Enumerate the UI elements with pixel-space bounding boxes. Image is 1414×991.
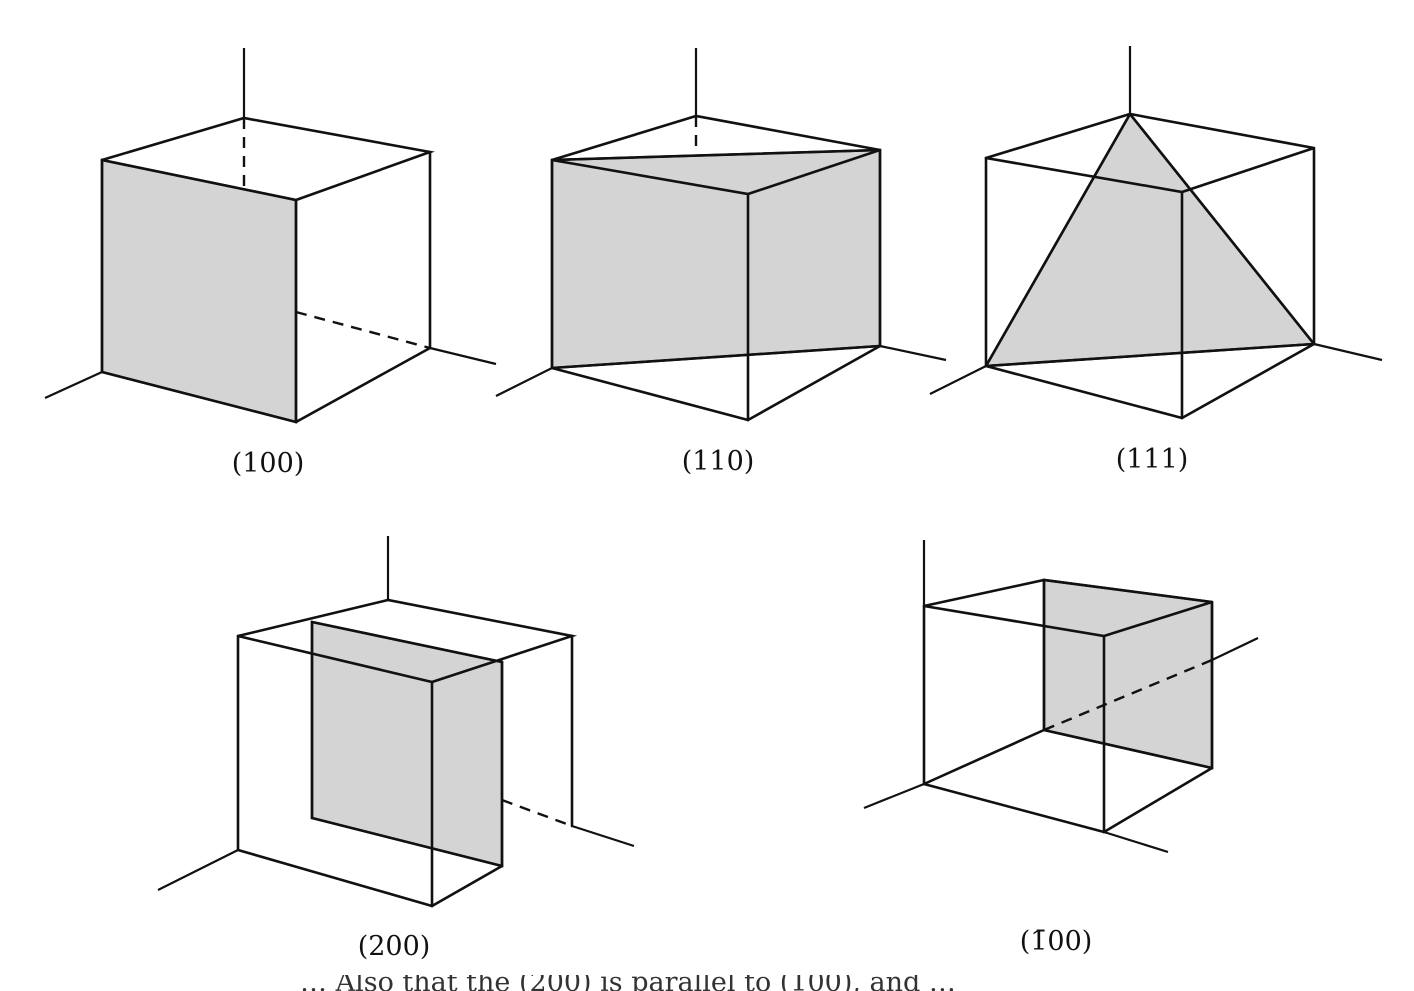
caption-neg-100: (1̄00) — [1020, 926, 1093, 957]
plane-200 — [310, 620, 504, 868]
cube-neg-100: (1̄00) — [863, 540, 1259, 957]
caption-110: (110) — [682, 446, 755, 477]
cropped-footer-text: … Also that the (200) is parallel to (10… — [0, 975, 1414, 991]
plane-100 — [100, 158, 298, 424]
caption-100: (100) — [232, 448, 305, 479]
footer-text: … Also that the (200) is parallel to (10… — [300, 975, 956, 991]
caption-200: (200) — [358, 931, 431, 962]
plane-110 — [550, 148, 882, 370]
plane-neg-100 — [1042, 578, 1214, 770]
cube-110: (110) — [495, 48, 947, 477]
caption-111: (111) — [1116, 444, 1189, 475]
cube-111: (111) — [929, 46, 1383, 475]
cube-100: (100) — [44, 48, 497, 479]
plane-111 — [983, 111, 1317, 368]
cube-200: (200) — [157, 536, 635, 962]
